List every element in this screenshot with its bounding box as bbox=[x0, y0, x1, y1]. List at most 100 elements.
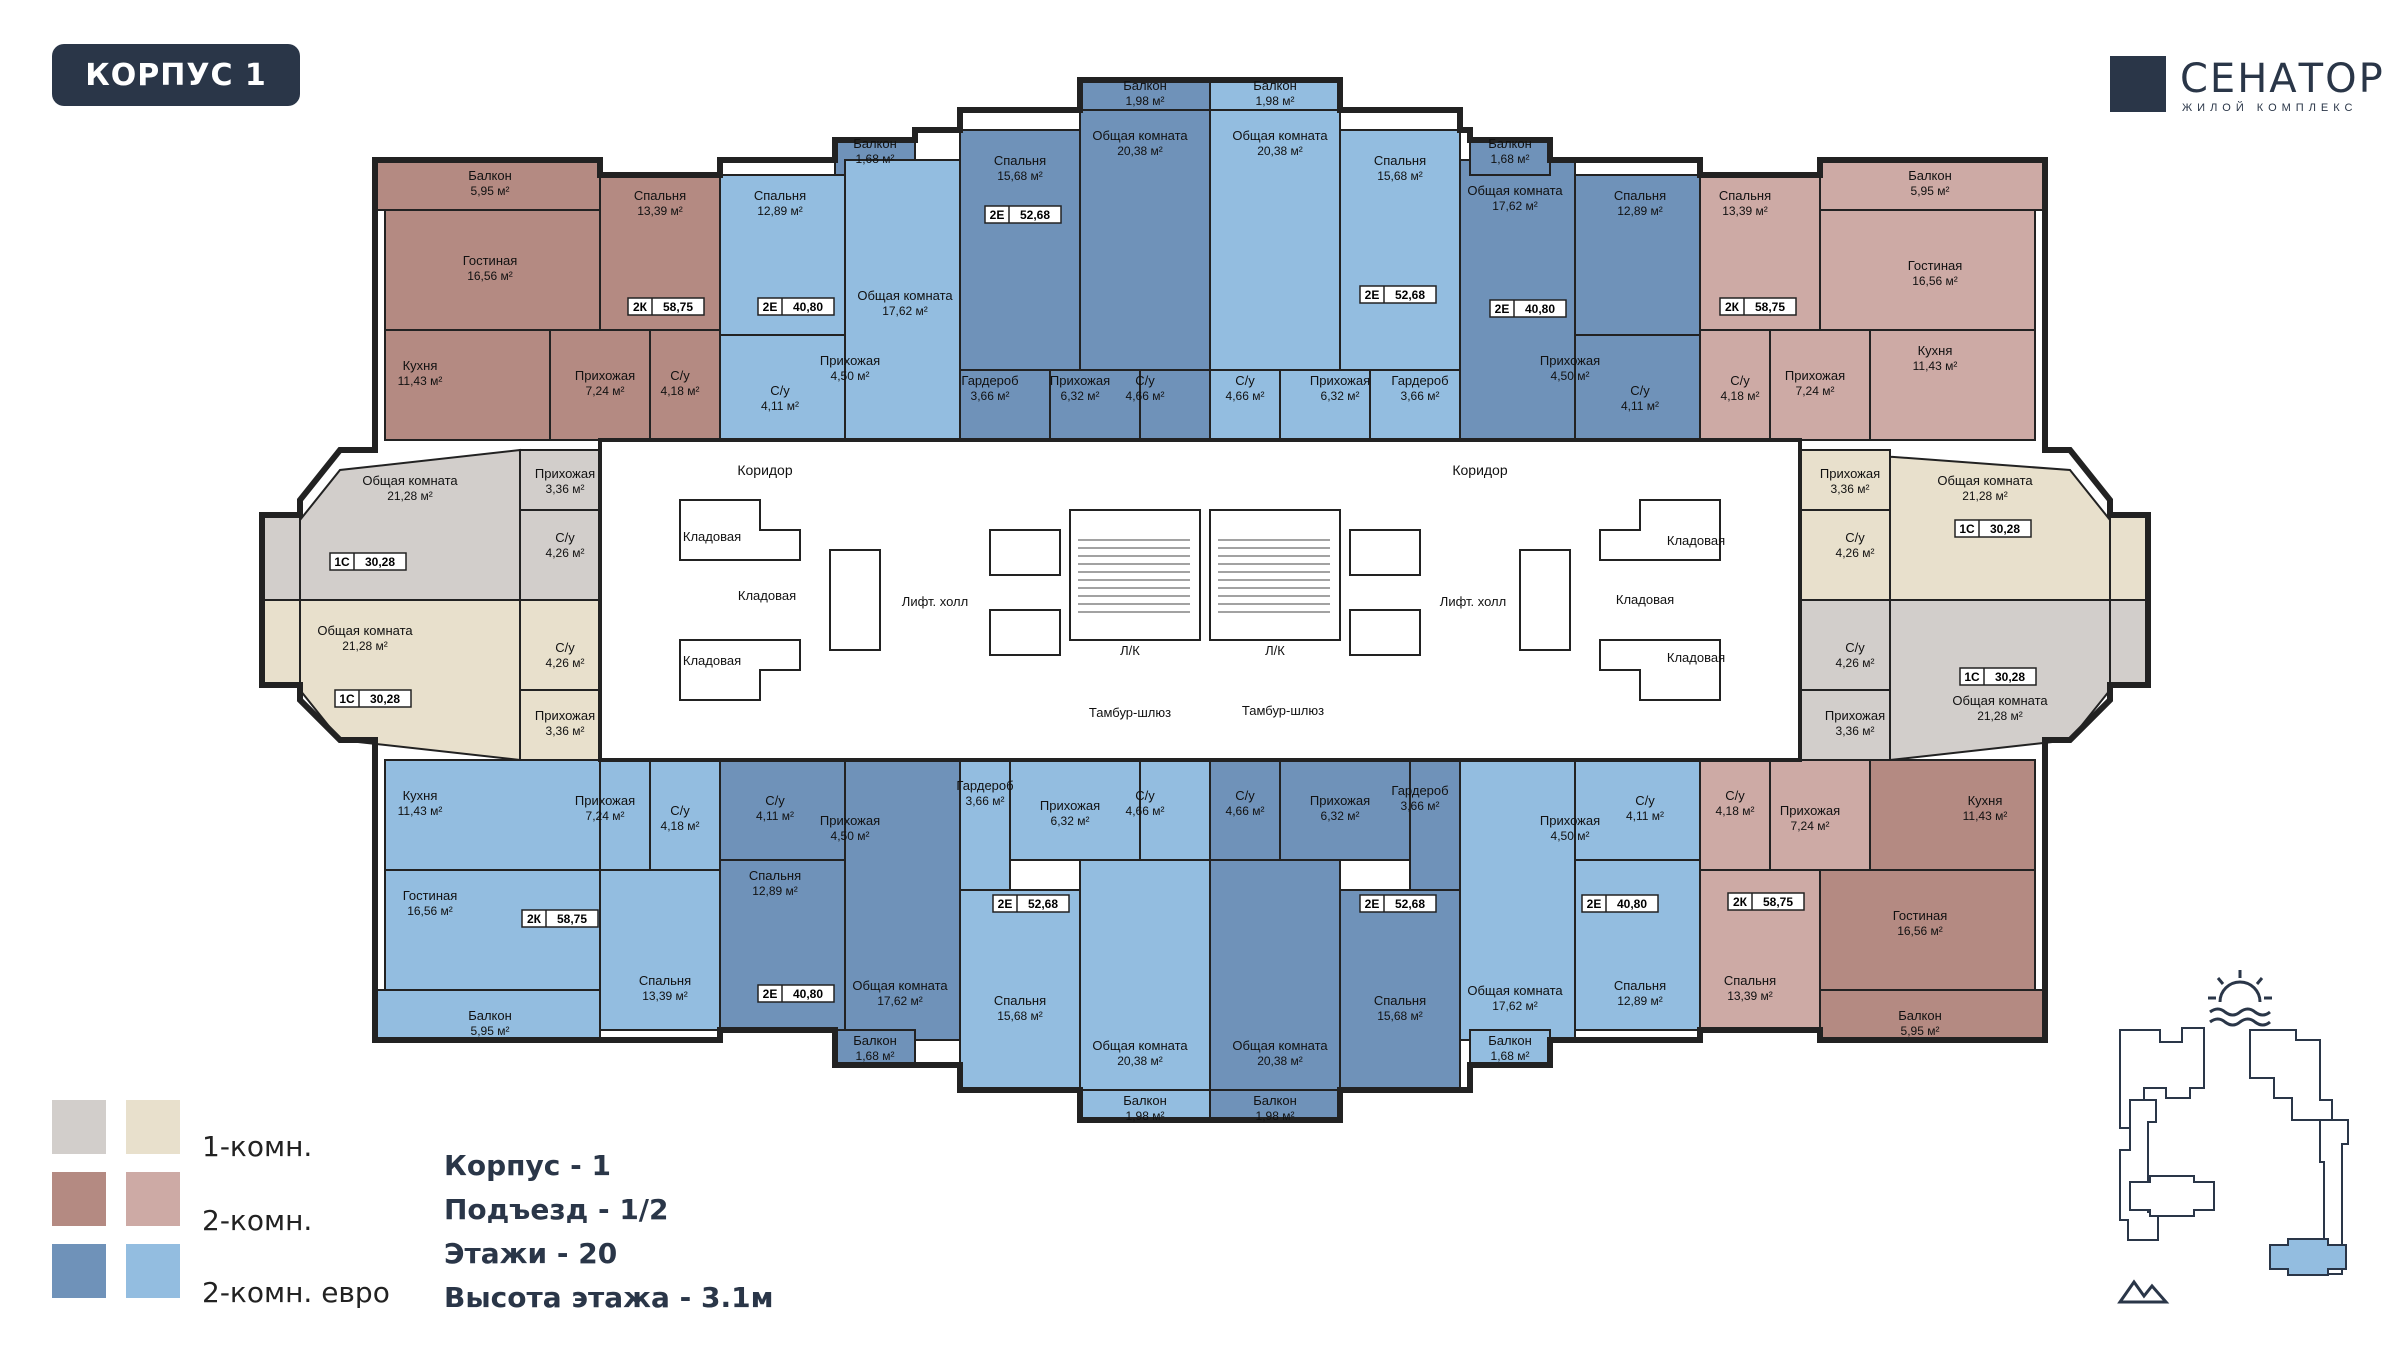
room-area: 4,11 м² bbox=[761, 399, 799, 413]
room-name: Балкон bbox=[1123, 78, 1167, 93]
room-area: 20,38 м² bbox=[1117, 144, 1163, 158]
room-name: Прихожая bbox=[535, 708, 595, 723]
brand-tagline: ЖИЛОЙ КОМПЛЕКС bbox=[2182, 102, 2358, 114]
storage-label: Кладовая bbox=[683, 529, 741, 544]
hall-2k-tr bbox=[1769, 329, 1871, 441]
apartment-tag-type: 2К bbox=[1733, 895, 1748, 909]
apartment-tag-box bbox=[1489, 299, 1567, 318]
apartment-tag-box bbox=[1719, 297, 1797, 316]
room-name: Общая комната bbox=[317, 623, 413, 638]
outer-wall bbox=[259, 77, 2151, 1123]
room-name: Балкон bbox=[1488, 1033, 1532, 1048]
bath-2k-bl bbox=[649, 759, 721, 871]
sun-icon bbox=[2208, 970, 2272, 1027]
room-area: 13,39 м² bbox=[1727, 989, 1773, 1003]
storage-label: Кладовая bbox=[1616, 592, 1674, 607]
building-info: Корпус - 1 Подъезд - 1/2 Этажи - 20 Высо… bbox=[444, 1144, 773, 1320]
room-name: Общая комната bbox=[1467, 983, 1563, 998]
room-area: 21,28 м² bbox=[387, 489, 433, 503]
kitchen-2k-tl bbox=[384, 329, 551, 441]
apartment-tag-box bbox=[1954, 519, 2032, 538]
room-name: С/у bbox=[670, 368, 690, 383]
room-area: 4,50 м² bbox=[831, 829, 870, 843]
room-name: Прихожая bbox=[1540, 813, 1600, 828]
apartment-tag-type: 2Е bbox=[763, 987, 778, 1001]
storage-label: Кладовая bbox=[683, 653, 741, 668]
living-2e40-tl bbox=[844, 159, 961, 441]
room-name: С/у bbox=[1730, 373, 1750, 388]
room-area: 4,66 м² bbox=[1226, 389, 1265, 403]
apartment-tag-type: 2К bbox=[633, 300, 648, 314]
apartment-tag-area: 52,68 bbox=[1395, 288, 1425, 302]
apartment-tag-area: 40,80 bbox=[793, 987, 823, 1001]
room-area: 21,28 м² bbox=[1962, 489, 2008, 503]
storage-label: Кладовая bbox=[1667, 533, 1725, 548]
lift-hall-label-right: Лифт. холл bbox=[1440, 594, 1506, 609]
bath-2k-br bbox=[1699, 759, 1771, 871]
bath-2e40-br bbox=[1574, 759, 1701, 861]
bedroom-2e40-tr bbox=[1574, 174, 1701, 336]
balcony-1c-e2 bbox=[2109, 599, 2149, 686]
bedroom-2e40-br bbox=[1574, 859, 1701, 1031]
apartment-tag-type: 2Е bbox=[998, 897, 1013, 911]
apartment-tag-area: 52,68 bbox=[1020, 208, 1050, 222]
apartment-tag-box bbox=[334, 689, 412, 708]
apartment-tag-area: 40,80 bbox=[793, 300, 823, 314]
room-area: 6,32 м² bbox=[1321, 389, 1360, 403]
room-name: Общая комната bbox=[1092, 128, 1188, 143]
room-name: Спальня bbox=[1614, 978, 1666, 993]
room-area: 17,62 м² bbox=[1492, 199, 1538, 213]
stairs-label-right: Л/К bbox=[1265, 643, 1285, 658]
apartment-tag-area: 30,28 bbox=[370, 692, 400, 706]
bath-1c-w1 bbox=[519, 509, 601, 601]
room-name: Спальня bbox=[749, 868, 801, 883]
minimap-building-b bbox=[2249, 1029, 2333, 1121]
room-name: Балкон bbox=[468, 1008, 512, 1023]
apartment-tag-box bbox=[1727, 892, 1805, 911]
room-name: Общая комната bbox=[1232, 1038, 1328, 1053]
bedroom-2k-bl bbox=[599, 869, 721, 1031]
room-name: С/у bbox=[1845, 640, 1865, 655]
room-name: С/у bbox=[1235, 373, 1255, 388]
room-name: С/у bbox=[1135, 373, 1155, 388]
room-name: Спальня bbox=[1724, 973, 1776, 988]
room-name: С/у bbox=[1725, 788, 1745, 803]
room-area: 12,89 м² bbox=[1617, 204, 1663, 218]
room-name: Прихожая bbox=[535, 466, 595, 481]
apartment-tag-type: 1С bbox=[1964, 670, 1980, 684]
room-name: Прихожая bbox=[1040, 798, 1100, 813]
legend-label-euro: 2-комн. евро bbox=[202, 1276, 390, 1309]
room-name: Балкон bbox=[1253, 78, 1297, 93]
room-area: 6,32 м² bbox=[1321, 809, 1360, 823]
apartment-tag-type: 2К bbox=[527, 912, 542, 926]
room-area: 3,66 м² bbox=[971, 389, 1010, 403]
apartment-tag-area: 58,75 bbox=[557, 912, 587, 926]
balcony-2k-br bbox=[1819, 989, 2046, 1041]
room-area: 6,32 м² bbox=[1051, 814, 1090, 828]
room-name: Прихожая bbox=[820, 813, 880, 828]
room-area: 16,56 м² bbox=[407, 904, 453, 918]
room-name: Гардероб bbox=[1391, 373, 1448, 388]
room-area: 4,11 м² bbox=[756, 809, 794, 823]
room-name: Гардероб bbox=[961, 373, 1018, 388]
apartment-tag-area: 58,75 bbox=[663, 300, 693, 314]
bath-2e40-tl bbox=[719, 334, 846, 441]
vestibule-label-left: Тамбур-шлюз bbox=[1089, 705, 1171, 720]
room-name: Спальня bbox=[754, 188, 806, 203]
room-area: 3,36 м² bbox=[546, 482, 585, 496]
room-area: 3,36 м² bbox=[546, 724, 585, 738]
room-name: Гардероб bbox=[1391, 783, 1448, 798]
room-area: 3,66 м² bbox=[1401, 799, 1440, 813]
room-name: Гостиная bbox=[403, 888, 458, 903]
room-name: Спальня bbox=[1374, 153, 1426, 168]
storage-w1 bbox=[679, 499, 801, 561]
room-area: 3,66 м² bbox=[1401, 389, 1440, 403]
room-area: 1,98 м² bbox=[1256, 94, 1295, 108]
room-name: Балкон bbox=[853, 136, 897, 151]
apartment-tag-box bbox=[757, 297, 835, 316]
room-name: Общая комната bbox=[1467, 183, 1563, 198]
room-area: 4,18 м² bbox=[661, 384, 700, 398]
room-area: 11,43 м² bbox=[398, 374, 443, 388]
room-area: 4,26 м² bbox=[1836, 656, 1875, 670]
room-name: С/у bbox=[1845, 530, 1865, 545]
